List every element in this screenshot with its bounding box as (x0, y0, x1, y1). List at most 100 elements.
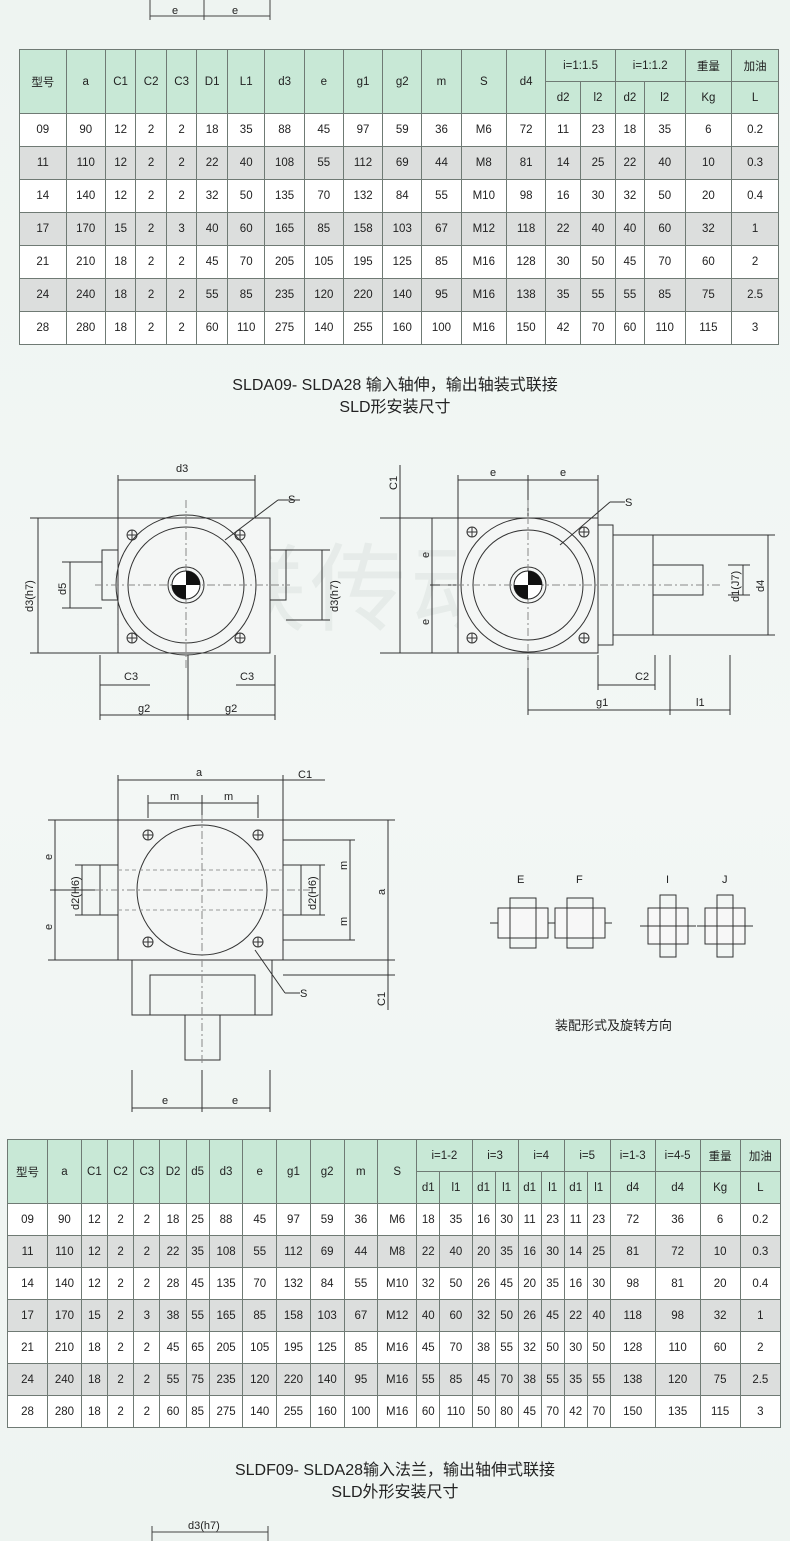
header-col: g1 (276, 1139, 311, 1204)
table-cell: 22 (614, 146, 645, 180)
table-cell: M10 (460, 179, 508, 213)
label-g2-left: g2 (138, 703, 150, 715)
table-cell: 32 (196, 179, 228, 213)
table-cell: 2 (165, 179, 198, 213)
table-cell: 70 (586, 1395, 611, 1428)
table-cell: M12 (377, 1299, 418, 1332)
table-cell: 40 (416, 1299, 441, 1332)
table-cell: 35 (226, 113, 266, 147)
table-cell: 0.3 (731, 146, 779, 180)
table-cell: M16 (377, 1395, 418, 1428)
header-col: a (65, 49, 106, 114)
table-cell: 2 (135, 113, 167, 147)
table-cell: 36 (421, 113, 462, 147)
table-cell: 60 (614, 311, 645, 345)
table-cell: 45 (159, 1331, 187, 1364)
label-e-bottom-1: e (162, 1095, 168, 1107)
label-c3-left: C3 (124, 671, 138, 683)
header-oil-unit: L (731, 81, 779, 114)
table-cell: 55 (303, 146, 344, 180)
header-col: m (343, 1139, 379, 1204)
table-cell: 2 (165, 113, 198, 147)
table-cell: 115 (699, 1395, 741, 1428)
label-d2h6-left: d2(H6) (70, 876, 82, 910)
table-cell: 45 (303, 113, 344, 147)
table-cell: 72 (505, 113, 547, 147)
table-cell: 50 (643, 179, 686, 213)
header-col: g2 (382, 49, 423, 114)
table-cell: 2 (135, 146, 167, 180)
table-cell: 88 (208, 1203, 244, 1236)
header-col: S (460, 49, 508, 114)
table-cell: 280 (47, 1395, 82, 1428)
technical-drawing: d3 S d3(h7) d5 d3(h7) C3 C3 g2 g2 C1 e e… (24, 463, 775, 1112)
table-cell: 140 (65, 179, 106, 213)
table-cell: 25 (586, 1235, 611, 1268)
table-cell: 98 (505, 179, 547, 213)
table-cell: 84 (382, 179, 423, 213)
header-model: 型号 (19, 49, 67, 114)
table-cell: 2 (135, 311, 167, 345)
table-cell: 2 (135, 212, 167, 246)
header-col: d5 (185, 1139, 210, 1204)
table-cell: 35 (185, 1235, 210, 1268)
table-cell: 150 (505, 311, 547, 345)
table-cell: 30 (586, 1267, 611, 1300)
table-cell: 16 (471, 1203, 496, 1236)
table-cell: 40 (614, 212, 645, 246)
table-cell: 280 (65, 311, 106, 345)
table-cell: 32 (684, 212, 733, 246)
table-cell: 158 (276, 1299, 311, 1332)
label-c1-right: C1 (298, 769, 312, 781)
label-s-3: S (300, 988, 307, 1000)
header-col: d3 (264, 49, 305, 114)
table-cell: 125 (382, 245, 423, 279)
table-cell: 35 (540, 1267, 565, 1300)
table-cell: 70 (242, 1267, 278, 1300)
header-sub: l1 (586, 1171, 611, 1204)
table-cell: 20 (471, 1235, 496, 1268)
table-cell: 69 (309, 1235, 345, 1268)
table-cell: 25 (185, 1203, 210, 1236)
table-cell: 110 (226, 311, 266, 345)
label-d2h6-right: d2(H6) (307, 876, 319, 910)
table-cell: 110 (439, 1395, 473, 1428)
header-ratio-group: i=3 (471, 1139, 519, 1172)
table-cell: 158 (342, 212, 384, 246)
table-cell: M12 (460, 212, 508, 246)
table-cell: 18 (104, 311, 137, 345)
table-cell: 2 (133, 1395, 161, 1428)
table-cell: 09 (6, 1203, 49, 1236)
table-cell: 2 (133, 1267, 161, 1300)
table-cell: 26 (517, 1299, 542, 1332)
table-cell: 2 (106, 1299, 135, 1332)
table-cell: 128 (505, 245, 547, 279)
label-d5: d5 (57, 583, 69, 595)
label-g1: g1 (596, 697, 608, 709)
table-cell: 150 (609, 1395, 656, 1428)
table-cell: 118 (609, 1299, 656, 1332)
table-cell: 1 (731, 212, 779, 246)
label-d1j7: d1(J7) (730, 571, 742, 602)
table-cell: 50 (471, 1395, 496, 1428)
table-cell: 45 (517, 1395, 542, 1428)
table-cell: 110 (65, 146, 106, 180)
table-cell: 65 (185, 1331, 210, 1364)
table-cell: 210 (47, 1331, 82, 1364)
table-cell: 1 (739, 1299, 782, 1332)
table-cell: 255 (342, 311, 384, 345)
table-cell: 220 (342, 278, 384, 312)
table-cell: 24 (6, 1363, 49, 1396)
label-a-side: a (376, 888, 388, 895)
table-cell: 26 (471, 1267, 496, 1300)
label-e-bottom-2: e (232, 1095, 238, 1107)
label-c2: C2 (635, 671, 649, 683)
table-cell: M16 (377, 1331, 418, 1364)
table-cell: 98 (654, 1299, 701, 1332)
bottom-dimension-strip: d3(h7) (151, 1520, 269, 1541)
